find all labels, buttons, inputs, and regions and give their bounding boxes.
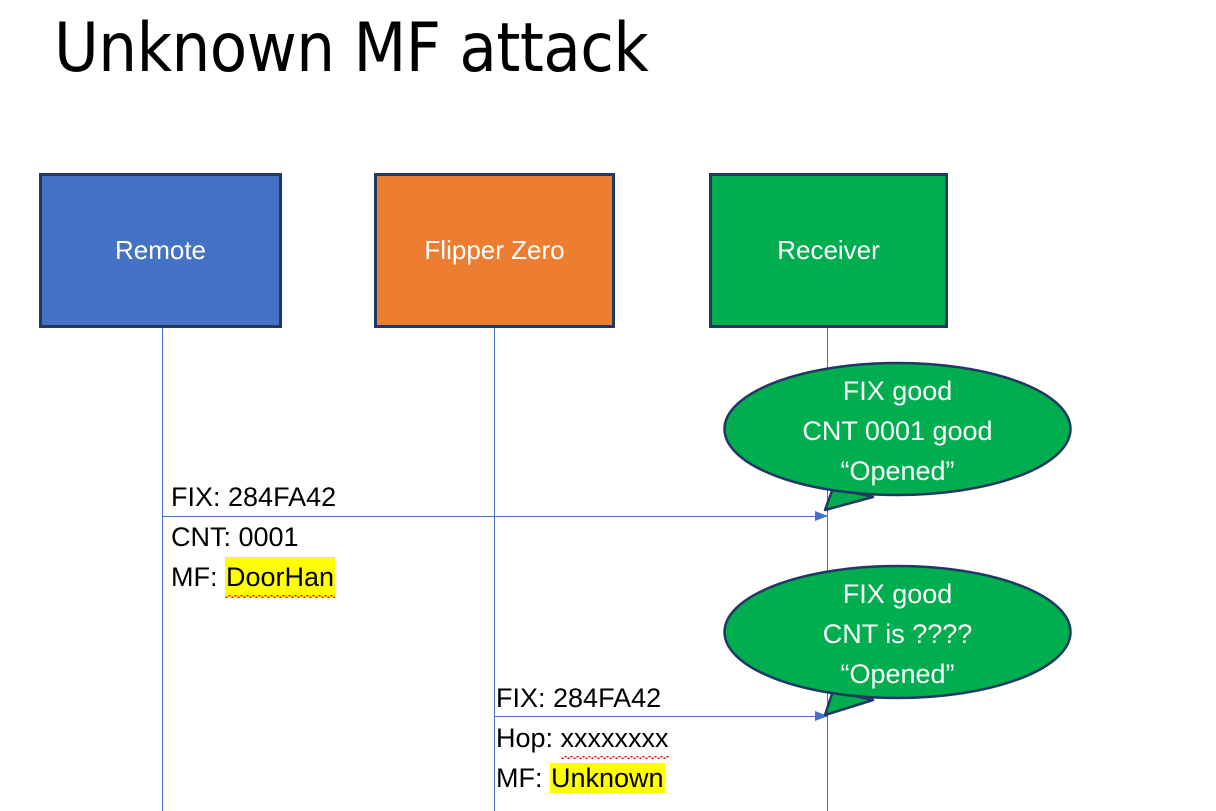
message-1-line-2-key: CNT: <box>171 522 239 552</box>
message-2-line-1-key: FIX: <box>496 683 554 713</box>
message-2-line-1-value: 284FA42 <box>553 683 662 713</box>
message-2-line-2: Hop: xxxxxxxx <box>496 718 669 759</box>
message-2-line-3-value-highlighted: Unknown <box>550 763 665 793</box>
message-1-line-3: MF: DoorHan <box>171 557 336 598</box>
actor-box-receiver[interactable]: Receiver <box>709 173 948 328</box>
message-2-line-2-key: Hop: <box>496 723 561 753</box>
speech-bubble-receiver-1: FIX good CNT 0001 good “Opened” <box>723 361 1072 518</box>
message-2-line-3-key: MF: <box>496 763 550 793</box>
message-label-1: FIX: 284FA42 CNT: 0001 MF: DoorHan <box>171 477 336 598</box>
actor-box-remote[interactable]: Remote <box>39 173 282 328</box>
message-1-line-3-value-highlighted: DoorHan <box>225 557 336 598</box>
message-label-2: FIX: 284FA42 Hop: xxxxxxxx MF: Unknown <box>496 678 669 798</box>
message-1-line-1-value: 284FA42 <box>228 482 337 512</box>
message-1-line-2-value: 0001 <box>238 522 299 552</box>
speech-bubble-receiver-2: FIX good CNT is ???? “Opened” <box>723 564 1072 721</box>
lifeline-receiver <box>827 328 828 811</box>
page-title: Unknown MF attack <box>54 9 649 88</box>
message-1-line-2: CNT: 0001 <box>171 517 336 557</box>
actor-label-receiver: Receiver <box>777 235 880 265</box>
actor-label-flipper-zero: Flipper Zero <box>424 235 565 265</box>
lifeline-flipper-zero <box>494 328 495 811</box>
message-1-line-1-key: FIX: <box>171 482 229 512</box>
message-arrow-remote-to-receiver <box>162 511 828 521</box>
actor-box-flipper-zero[interactable]: Flipper Zero <box>374 173 615 328</box>
message-2-line-3: MF: Unknown <box>496 758 669 798</box>
speech-bubble-shape-1 <box>723 361 1072 512</box>
actor-label-remote: Remote <box>114 235 207 265</box>
message-2-line-1: FIX: 284FA42 <box>496 678 669 718</box>
message-arrow-flipper-to-receiver <box>494 711 828 721</box>
message-1-line-3-key: MF: <box>171 562 225 592</box>
speech-bubble-shape-2 <box>723 564 1072 717</box>
lifeline-remote <box>162 328 163 811</box>
message-2-line-2-value: xxxxxxxx <box>560 718 669 759</box>
message-1-line-1: FIX: 284FA42 <box>171 477 336 517</box>
